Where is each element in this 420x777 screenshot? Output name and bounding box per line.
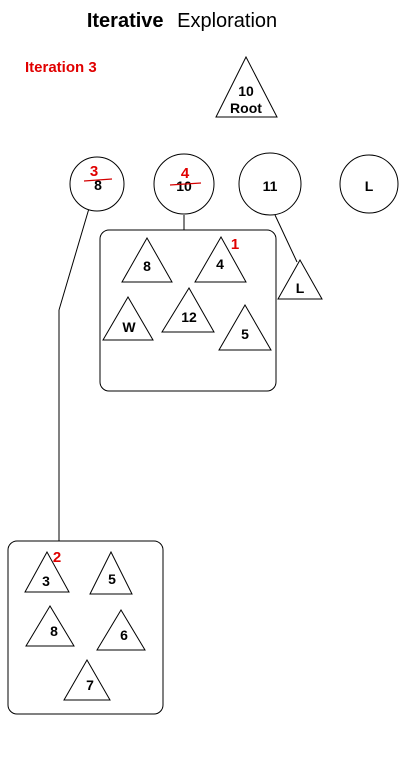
box1-marker: 1 bbox=[231, 236, 239, 253]
leaf-node-l: L bbox=[277, 258, 323, 300]
box2-triangle-2 bbox=[89, 550, 133, 595]
box2-triangle-5-value: 7 bbox=[86, 677, 94, 693]
box2-triangle-1 bbox=[24, 550, 70, 593]
circle-1-annotation: 3 bbox=[90, 163, 98, 180]
circle-node-3: 11 bbox=[238, 152, 302, 216]
root-node: 10 Root bbox=[215, 55, 278, 118]
edge-circle1-to-box2 bbox=[58, 204, 91, 311]
circle-node-4: L bbox=[339, 154, 399, 214]
title-normal: Exploration bbox=[177, 10, 277, 32]
iteration-label: Iteration 3 bbox=[25, 59, 97, 76]
circle-node-1: 8 3 bbox=[69, 156, 125, 212]
box1-triangle-3-value: W bbox=[122, 319, 136, 335]
circle-2-value: 10 bbox=[176, 178, 192, 194]
diagram-title: Iterative Exploration bbox=[87, 10, 277, 32]
box2-marker: 2 bbox=[53, 549, 61, 566]
leaf-l-value: L bbox=[296, 280, 305, 296]
edge-circle3-to-leaf bbox=[274, 214, 298, 263]
box1-triangle-2 bbox=[194, 235, 247, 283]
expansion-box-2: 3 5 8 6 7 2 bbox=[7, 540, 164, 715]
box2-triangle-3 bbox=[25, 605, 75, 647]
circle-node-2: 10 4 bbox=[153, 153, 215, 215]
box2-triangle-4 bbox=[96, 609, 146, 651]
circle-3-value: 11 bbox=[263, 178, 278, 194]
expansion-box-1: 8 4 W 12 5 1 bbox=[99, 229, 277, 392]
circle-2-strike bbox=[169, 182, 202, 186]
box2-triangle-1-value: 3 bbox=[42, 573, 50, 589]
box1-triangle-5 bbox=[218, 304, 272, 351]
box1-triangle-4-value: 12 bbox=[181, 309, 197, 325]
box1-triangle-1 bbox=[121, 236, 173, 283]
circle-2-annotation: 4 bbox=[181, 165, 190, 182]
box2-triangle-5 bbox=[63, 658, 111, 701]
circle-4-value: L bbox=[365, 178, 374, 194]
box2-triangle-3-value: 8 bbox=[50, 623, 58, 639]
circle-1-strike bbox=[83, 178, 113, 182]
box2-triangle-2-value: 5 bbox=[108, 571, 116, 587]
box1-triangle-5-value: 5 bbox=[241, 326, 249, 342]
box1-triangle-2-value: 4 bbox=[216, 256, 224, 272]
box1-triangle-1-value: 8 bbox=[143, 258, 151, 274]
root-label: Root bbox=[230, 100, 262, 116]
root-value: 10 bbox=[238, 83, 254, 99]
circle-1-value: 8 bbox=[94, 177, 102, 193]
box1-triangle-3 bbox=[102, 296, 154, 341]
box2-triangle-4-value: 6 bbox=[120, 627, 128, 643]
title-bold: Iterative bbox=[87, 10, 164, 32]
box1-triangle-4 bbox=[161, 287, 215, 333]
